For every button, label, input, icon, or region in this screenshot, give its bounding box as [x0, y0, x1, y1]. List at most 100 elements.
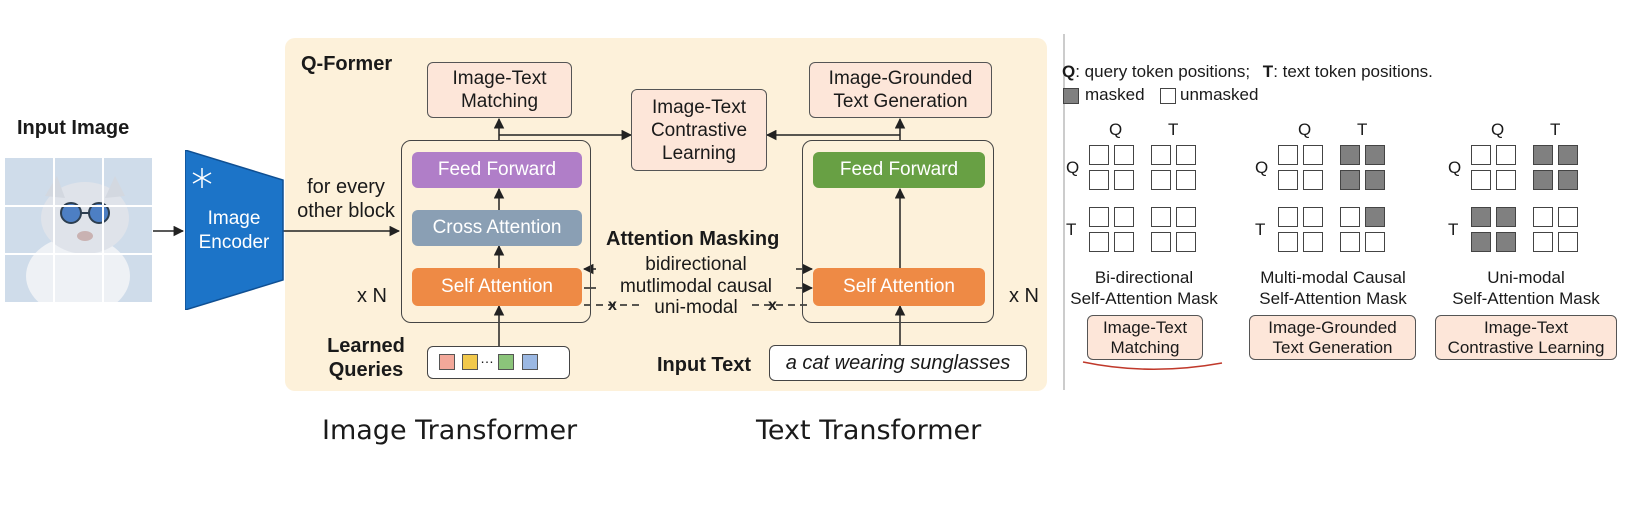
itg-head-box: Image-Grounded Text Generation — [809, 62, 992, 118]
mask-cell-unmasked — [1533, 232, 1553, 252]
mask-cell-masked — [1533, 170, 1553, 190]
legend-unmasked-label: unmasked — [1180, 85, 1259, 104]
mask-cell-masked — [1340, 170, 1360, 190]
mask-cell-unmasked — [1089, 145, 1109, 165]
mask-cell-unmasked — [1176, 232, 1196, 252]
mask-cell-masked — [1496, 232, 1516, 252]
mask-cell-unmasked — [1089, 207, 1109, 227]
mask-cell-masked — [1533, 145, 1553, 165]
mask-cell-unmasked — [1176, 145, 1196, 165]
mask-objective-line2: Contrastive Learning — [1447, 337, 1605, 357]
mask-cell-unmasked — [1278, 145, 1298, 165]
mask-cell-unmasked — [1089, 170, 1109, 190]
mask-cell-unmasked — [1496, 170, 1516, 190]
input-text-label: Input Text — [657, 354, 752, 376]
mask-cell-unmasked — [1303, 207, 1323, 227]
text-stack-frame — [802, 140, 994, 323]
mask-cell-unmasked — [1496, 145, 1516, 165]
itc-line1: Image-Text — [652, 96, 746, 118]
mask-objective-line1: Image-Text — [1483, 317, 1569, 337]
mask-title-line1: Bi-directional — [1094, 268, 1194, 287]
mask-title-line2: Self-Attention Mask — [1070, 289, 1218, 308]
itc-head-box: Image-Text Contrastive Learning — [631, 89, 767, 171]
mask-cell-unmasked — [1151, 232, 1171, 252]
mask-cell-masked — [1365, 170, 1385, 190]
legend-q-desc: : query token positions; — [1075, 62, 1251, 81]
legend-masked-swatch — [1063, 88, 1079, 104]
for-every-label: for every other block — [293, 175, 399, 223]
mask-cell-unmasked — [1089, 232, 1109, 252]
mask-cell-unmasked — [1471, 170, 1491, 190]
query-token — [439, 354, 455, 370]
cross-attention-layer: Cross Attention — [412, 210, 582, 246]
mask-cell-unmasked — [1303, 170, 1323, 190]
mask-title-line1: Multi-modal Causal — [1260, 268, 1406, 287]
mask-cell-unmasked — [1365, 232, 1385, 252]
mask-title: Bi-directional Self-Attention Mask — [1064, 267, 1224, 309]
mask-row-q-label: Q — [1448, 158, 1462, 177]
itg-line2: Text Generation — [833, 91, 968, 112]
mask-cell-masked — [1471, 232, 1491, 252]
mask-cell-unmasked — [1278, 207, 1298, 227]
mask-objective-line2: Text Generation — [1272, 337, 1393, 357]
mask-row-t-label: T — [1255, 220, 1266, 239]
mask-objective-box: Image-Grounded Text Generation — [1249, 315, 1416, 360]
mask-objective-line2: Matching — [1110, 337, 1180, 357]
attention-masking-title: Attention Masking — [606, 228, 780, 250]
mask-cell-masked — [1365, 145, 1385, 165]
query-token-ellipsis: … — [480, 350, 494, 366]
mask-cell-unmasked — [1151, 170, 1171, 190]
mask-cell-unmasked — [1176, 170, 1196, 190]
mask-grid — [1471, 145, 1581, 255]
encoder-label-line1: Image — [207, 208, 261, 229]
mask-objective-box: Image-Text Contrastive Learning — [1435, 315, 1617, 360]
mask-col-q-label: Q — [1491, 120, 1505, 139]
text-self-attention-layer: Self Attention — [813, 268, 985, 306]
mask-cell-unmasked — [1151, 145, 1171, 165]
mask-cell-unmasked — [1114, 207, 1134, 227]
mask-row-q-label: Q — [1255, 158, 1269, 177]
image-encoder — [185, 150, 284, 310]
mask-cell-unmasked — [1176, 207, 1196, 227]
mask-cell-masked — [1496, 207, 1516, 227]
mask-cell-unmasked — [1558, 232, 1578, 252]
mask-objective-line1: Image-Text — [1102, 317, 1188, 337]
legend-t-desc: : text token positions. — [1273, 62, 1433, 81]
learned-queries-label: Learned Queries — [321, 334, 411, 382]
query-token — [498, 354, 514, 370]
image-repeat-label: x N — [357, 285, 387, 307]
mask-title-line1: Uni-modal — [1487, 268, 1565, 287]
mask-cell-unmasked — [1278, 232, 1298, 252]
mask-cell-unmasked — [1340, 207, 1360, 227]
legend-line-1: Q: query token positions; T: text token … — [1062, 61, 1433, 83]
mask-title-line2: Self-Attention Mask — [1452, 289, 1600, 308]
mask-col-t-label: T — [1550, 120, 1561, 139]
image-feed-forward-layer: Feed Forward — [412, 152, 582, 188]
mask-objective-box: Image-Text Matching — [1087, 315, 1203, 360]
mask-cell-unmasked — [1303, 145, 1323, 165]
learned-queries-line2: Queries — [328, 359, 404, 381]
qformer-title: Q-Former — [301, 53, 393, 75]
caption-text-transformer: Text Transformer — [756, 415, 982, 446]
mask-cell-unmasked — [1471, 145, 1491, 165]
mask-cell-unmasked — [1151, 207, 1171, 227]
mask-col-t-label: T — [1168, 120, 1179, 139]
mask-panel-unimodal: Q T Q T Uni-modal Self-Attention Mask Im… — [1432, 118, 1620, 368]
mask-cell-unmasked — [1114, 170, 1134, 190]
mask-col-t-label: T — [1357, 120, 1368, 139]
input-text-box: a cat wearing sunglasses — [769, 345, 1027, 381]
unimodal-block-mark-right: x — [768, 297, 777, 314]
mask-cell-masked — [1558, 145, 1578, 165]
bidirectional-label: bidirectional — [596, 254, 796, 276]
image-self-attention-layer: Self Attention — [412, 268, 582, 306]
mask-cell-unmasked — [1278, 170, 1298, 190]
mask-cell-masked — [1365, 207, 1385, 227]
text-repeat-label: x N — [1009, 285, 1039, 307]
mask-cell-unmasked — [1340, 232, 1360, 252]
mask-cell-masked — [1340, 145, 1360, 165]
query-tokens-box: … — [427, 346, 570, 379]
image-stack-frame — [401, 140, 591, 323]
for-every-line1: for every — [307, 176, 385, 198]
annotation-underline — [1082, 361, 1223, 371]
